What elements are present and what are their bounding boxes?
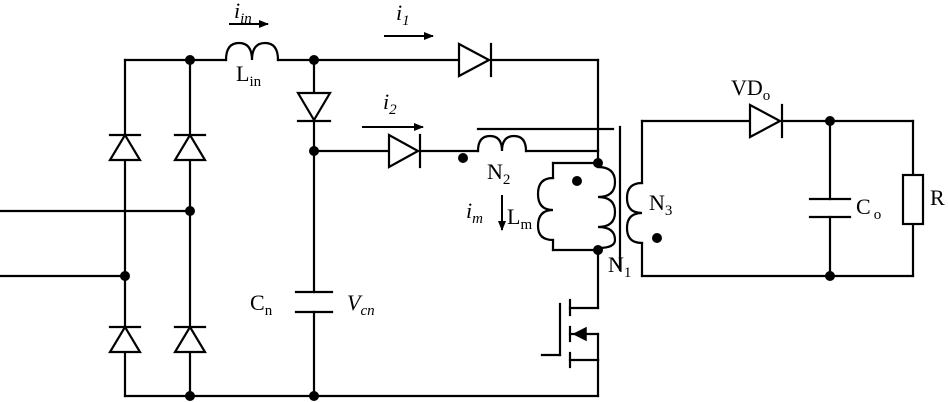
capacitor-cn [294,290,334,314]
label-lm: Lm [507,204,532,233]
polarity-dots [458,153,662,243]
label-l-in: Lin [236,61,262,90]
current-arrows [229,20,506,231]
transformer-secondary [625,103,925,278]
n2-branch [312,127,615,169]
label-im: im [466,198,483,227]
inductor-lm [536,176,555,242]
label-i-in: iin [234,0,252,27]
label-n2: N2 [487,159,510,188]
input-inductor-lin [224,41,280,62]
label-i2: i2 [383,89,397,118]
top-rail [123,58,600,152]
label-n1: N1 [608,252,631,281]
bridge-diode-upper-left [108,132,142,162]
label-r: R [930,185,945,210]
junction-dots [120,55,835,401]
winding-n1 [596,165,617,250]
diode-d2 [387,133,421,169]
diode-d1 [457,42,493,78]
label-i1: i1 [396,0,410,29]
label-vcn: Vcn [347,290,375,319]
winding-n3 [625,181,644,245]
ac-input-lines [0,209,192,278]
bridge-rectifier [108,58,207,398]
capacitor-co [808,197,852,219]
label-n3: N3 [649,190,672,219]
bridge-diode-lower-left [108,324,142,354]
cn-branch [294,58,334,398]
label-vdo: VDo [731,75,770,104]
mosfet-switch [540,298,600,398]
bridge-diode-lower-right [173,324,207,354]
transformer-primary [536,125,622,310]
label-cn: Cn [250,290,273,319]
resistor-r [901,173,925,226]
winding-n2 [476,134,528,153]
diode-vdo [748,103,784,139]
bridge-diode-upper-right [173,132,207,162]
diode-series-vertical [296,91,332,123]
